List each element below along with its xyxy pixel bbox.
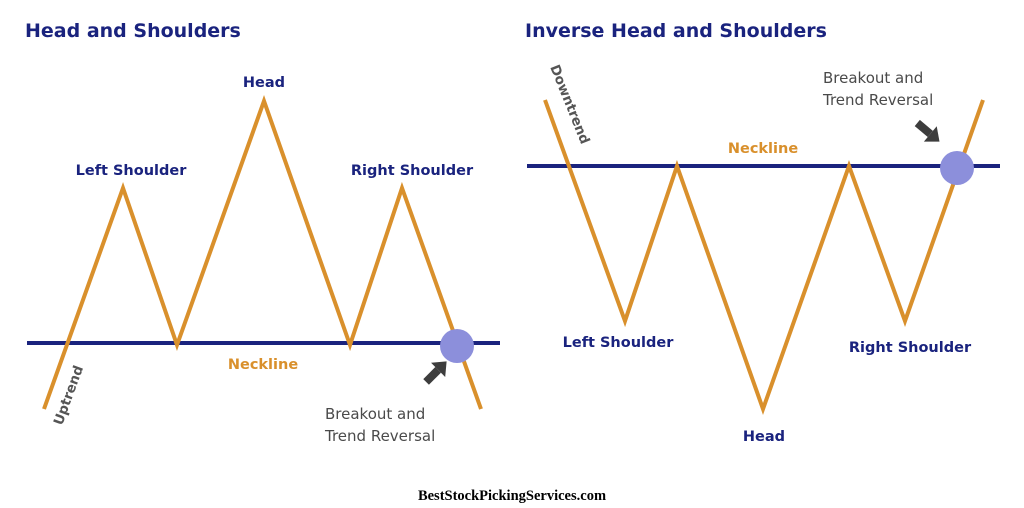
right-breakout-label-line1: Breakout and [823,69,923,87]
left-shoulder-label: Left Shoulder [76,163,188,179]
right-price-line [543,99,985,415]
downtrend-label: Downtrend [546,63,592,147]
left-breakout-arrow-icon [423,361,447,385]
head-and-shoulders-panel: Head and Shoulders Left Shoulder Head Ri… [25,20,500,445]
right-breakout-label-line2: Trend Reversal [822,91,933,109]
right-shoulder-label: Right Shoulder [351,163,474,179]
right-breakout-arrow-icon [914,119,940,142]
left-panel-title: Head and Shoulders [25,20,241,42]
left-breakout-label-line1: Breakout and [325,405,425,423]
left-price-line [42,95,483,410]
right-neckline-label: Neckline [728,141,798,157]
head-label: Head [243,75,285,91]
inverse-head-and-shoulders-panel: Inverse Head and Shoulders Left Shoulder… [525,20,1000,445]
left-breakout-label-line2: Trend Reversal [324,427,435,445]
inverse-left-shoulder-label: Left Shoulder [563,335,675,351]
left-neckline-label: Neckline [228,357,298,373]
footer-credit: BestStockPickingServices.com [418,488,606,504]
right-panel-title: Inverse Head and Shoulders [525,20,827,42]
inverse-right-shoulder-label: Right Shoulder [849,340,972,356]
inverse-head-label: Head [743,429,785,445]
left-breakout-marker-icon [440,329,474,363]
right-breakout-marker-icon [940,151,974,185]
